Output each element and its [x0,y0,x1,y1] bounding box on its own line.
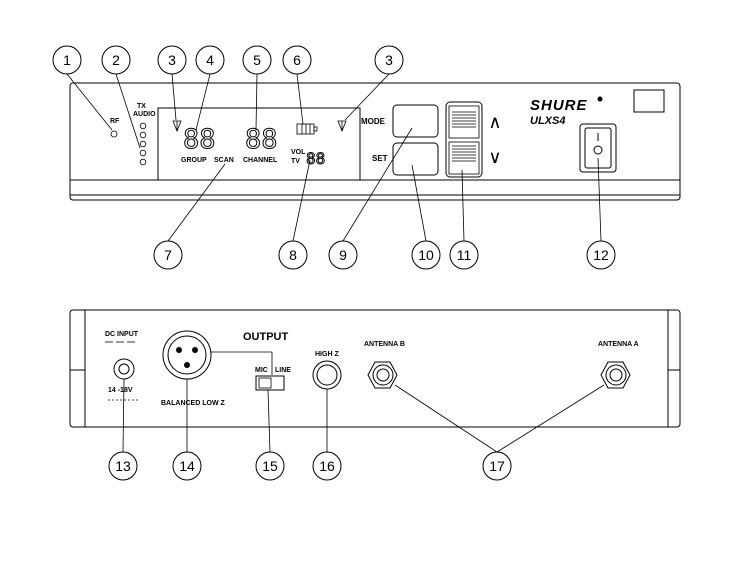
antenna-b-connector[interactable] [367,361,398,389]
callout-14 [172,451,202,481]
tv-digits: 88 [306,149,325,168]
callout-12 [586,240,616,270]
model-label: ULXS4 [530,115,565,127]
callout-14-label: 14 [179,458,195,474]
balanced-low-z-label: BALANCED LOW Z [161,400,225,407]
callout-5-label: 5 [253,52,261,68]
back-callouts: 13 14 15 16 17 [108,378,605,481]
callout-10 [411,240,441,270]
callout-13 [108,451,138,481]
callout-2 [101,45,131,75]
rf-led [110,130,118,138]
front-panel: RF TX AUDIO 88 88 GROUP [69,82,681,201]
callout-17 [482,451,512,481]
callout-10-label: 10 [418,247,434,263]
callout-15 [255,451,285,481]
callout-9 [328,240,358,270]
voltage-label: 14 -18V [108,387,133,394]
callout-11-label: 11 [457,247,472,263]
high-z-label: HIGH Z [315,351,339,358]
dc-input-jack[interactable] [113,358,135,380]
callout-1 [52,45,82,75]
group-digits: 88 [183,124,216,155]
callout-1-label: 1 [63,52,71,68]
callout-16 [312,451,342,481]
callout-3a-label: 3 [168,52,176,68]
channel-digits: 88 [245,124,278,155]
callout-11 [449,240,479,270]
mode-button[interactable] [392,104,439,138]
front-callouts: 1 2 3 4 5 6 3 7 8 9 10 11 12 [52,45,616,270]
rf-label: RF [110,118,120,125]
up-arrow-icon: ∧ [488,112,501,132]
brand-logo: SHURE [530,97,588,114]
tx-label: TX [137,103,146,110]
callout-3b [374,45,404,75]
antenna-a-label: ANTENNA A [598,341,639,348]
dc-input-label: DC INPUT [105,331,139,338]
callout-6 [282,45,312,75]
antenna-right-icon [337,120,347,133]
callout-9-label: 9 [339,247,347,263]
callout-13-label: 13 [115,458,131,474]
lcd-display: 88 88 GROUP SCAN CHANNEL VOL TV 88 [157,107,361,181]
battery-icon [296,123,318,135]
callout-12-label: 12 [593,247,609,263]
callout-15-label: 15 [262,458,278,474]
mic-label: MIC [255,367,268,374]
callout-5 [242,45,272,75]
callout-8-label: 8 [289,247,297,263]
set-label: SET [372,154,388,163]
channel-label: CHANNEL [243,157,278,164]
mic-line-switch[interactable] [255,375,285,391]
callout-4-label: 4 [206,52,214,68]
callout-16-label: 16 [319,458,335,474]
callout-3b-label: 3 [385,52,393,68]
callout-3a [157,45,187,75]
callout-17-label: 17 [489,458,505,474]
up-down-rocker[interactable] [445,101,483,178]
callout-7-label: 7 [164,247,172,263]
high-z-jack[interactable] [312,360,342,390]
antenna-a-connector[interactable] [600,361,631,389]
callout-8 [278,240,308,270]
audio-level-leds [139,122,147,166]
scan-label: SCAN [214,157,234,164]
antenna-b-label: ANTENNA B [364,341,405,348]
group-label: GROUP [181,157,207,164]
ir-window [633,89,665,113]
output-label: OUTPUT [243,331,289,343]
audio-label: AUDIO [133,111,156,118]
line-label: LINE [275,367,291,374]
callout-7 [153,240,183,270]
callout-4 [195,45,225,75]
callout-6-label: 6 [293,52,301,68]
callout-2-label: 2 [112,52,120,68]
vol-label: VOL [291,149,306,156]
antenna-left-icon [172,120,182,133]
xlr-output-connector[interactable] [162,330,212,380]
back-panel: DC INPUT 14 -18V OUTPUT BALANCED LOW Z M… [69,309,681,428]
registered-mark-icon [597,96,603,102]
mode-label: MODE [361,117,386,126]
down-arrow-icon: ∨ [488,147,501,167]
tv-label: TV [291,158,300,165]
